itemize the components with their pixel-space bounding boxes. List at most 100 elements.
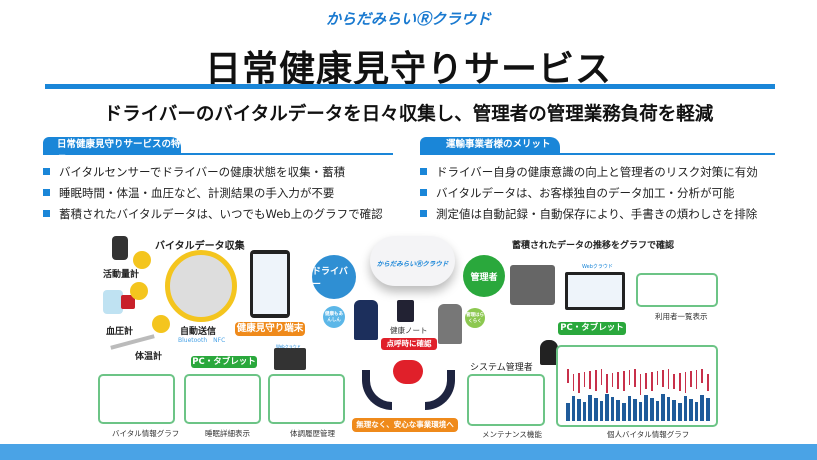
user-list-label: 利用者一覧表示 [655,312,708,321]
graph-thumb-bar [605,394,609,421]
cloud-shape [370,236,455,286]
graph-thumb-bar [661,394,665,421]
safe-env-label: 無理なく、安心な事業環境へ [352,418,458,432]
terminal-label: 健康見守り端末 [235,322,305,336]
graph-thumb-bar [689,399,693,421]
graph-thumb-bar [634,369,636,387]
graph-thumb-bar [599,401,604,421]
personal-graph-card [556,345,718,427]
graph-thumb-bar [595,370,597,391]
graph-thumb-bar [656,371,659,385]
user-list-card [636,273,718,307]
manager-desk-illustration [510,265,555,305]
graph-thumb-bar [679,373,681,391]
vital-graph-card [98,374,175,424]
page-title: 日常健康見守りサービス [204,49,612,90]
graph-thumb-bar [617,372,619,389]
pc-tablet-label-right: PC・タブレット [558,322,626,335]
graph-thumb-bar [567,369,569,383]
graph-thumb-bar [611,373,614,387]
graph-thumb-bar [571,396,576,421]
graph-thumb-bar [583,372,586,387]
maintenance-label: メンテナンス機能 [482,430,542,439]
page-subtitle: ドライバーのバイタルデータを日々収集し、管理者の管理業務負荷を軽減 [103,104,714,125]
graph-thumb-bar [700,395,704,421]
features-heading: 日常健康見守りサービスの特長 [43,137,181,166]
features-divider [43,153,393,155]
graph-thumb-bar [582,402,587,421]
graph-thumb-bar [577,399,581,421]
feature-item: バイタルセンサーでドライバーの健康状態を収集・蓄積 [43,161,393,182]
graph-thumb-bar [673,374,675,389]
merit-item: バイタルデータは、お客様独自のデータ加工・分析が可能 [420,182,775,203]
graph-thumb-bar [651,372,653,391]
graph-thumb-bar [594,398,598,421]
graph-thumb-bar [672,400,676,421]
graph-thumb-bar [600,369,603,385]
driver-badge: ドライバー [312,255,356,299]
graph-thumb-bar [706,398,710,421]
auto-send-sub: Bluetooth NFC [178,337,226,344]
merits-divider [420,153,775,155]
cloud-label: からだみらいⓇクラウド [376,260,449,268]
driver-figure [354,300,378,340]
graph-thumb-bar [572,374,575,391]
sleep-detail-card [184,374,261,424]
merits-section: 運輸事業者様のメリット ドライバー自身の健康意識の向上と管理者のリスク対策に有効… [420,137,775,224]
manager-figure [438,304,462,344]
graph-thumb-bar [589,371,591,389]
graph-thumb-bar [662,370,664,387]
feature-item: 睡眠時間・体温・血圧など、計測結果の手入力が不要 [43,182,393,203]
condition-history-card [268,374,345,424]
bp-meter-icon [103,290,123,314]
hand-left-icon [362,370,392,410]
connector-dot [130,282,148,300]
graph-thumb-bar [678,403,682,421]
web-cloud-label-small: Webクラウド [276,344,301,349]
vital-graph-label: バイタル情報グラフ [112,429,180,438]
graph-thumb-bar [695,370,698,389]
activity-meter-label: 活動量計 [103,270,140,280]
graph-thumb-bar [638,402,643,421]
graph-thumb-bar [667,369,670,389]
graph-thumb-bar [610,397,615,421]
auto-send-photo [165,250,237,322]
graph-thumb-bar [645,373,647,389]
graph-thumb-bar [588,395,592,421]
monitor-icon [565,272,625,310]
graph-thumb-bar [694,402,699,421]
graph-thumb-bar [633,399,637,421]
graph-thumb-bar [566,403,570,421]
web-cloud-label: Webクラウド [582,264,613,270]
activity-meter-icon [112,236,128,260]
bp-meter-display-icon [121,295,135,309]
rollcall-label: 点呼時に確認 [381,338,437,350]
graph-thumb-bar [623,371,625,391]
footer-band [0,444,817,460]
feature-item: 蓄積されたバイタルデータは、いつでもWeb上のグラフで確認 [43,203,393,224]
tablet-icon [250,250,290,318]
merit-item: ドライバー自身の健康意識の向上と管理者のリスク対策に有効 [420,161,775,182]
graph-thumb-bar [707,374,709,391]
laptop-icon [274,348,306,370]
condition-history-label: 体調履歴管理 [290,429,335,438]
graph-thumb-bar [628,370,631,385]
maintenance-card [467,374,545,426]
pc-tablet-label-left: PC・タブレット [191,356,257,368]
features-section: 日常健康見守りサービスの特長 バイタルセンサーでドライバーの健康状態を収集・蓄積… [43,137,393,224]
graph-thumb-bar [701,369,703,383]
merit-item: 測定値は自動記録・自動保存により、手書きの煩わしさを排除 [420,203,775,224]
hand-right-icon [425,370,455,410]
graph-thumb-bar [684,372,687,393]
heart-icon [393,360,423,384]
thermometer-label: 体温計 [135,352,163,362]
manager-badge: 管理者 [463,255,505,297]
graph-thumb-bar [627,396,632,421]
sys-admin-figure [540,340,558,365]
personal-graph-label: 個人バイタル情報グラフ [607,430,690,439]
graph-thumb-bar [655,401,660,421]
graph-thumb-bar [666,397,671,421]
graph-thumb-bar [683,396,688,421]
graph-thumb-bar [639,374,642,395]
graph-thumb-bar [578,373,580,393]
